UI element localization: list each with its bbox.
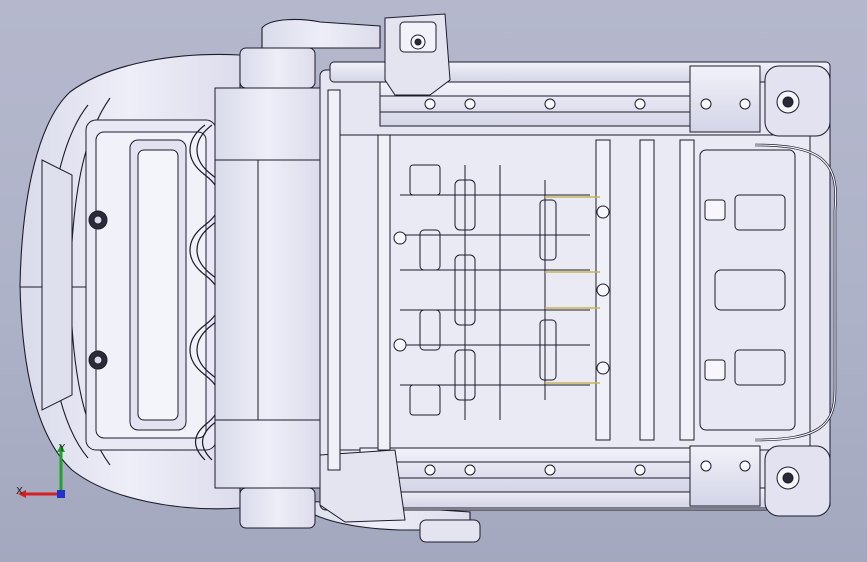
front-crossmember: [214, 47, 321, 529]
cushion-inner-panel: [85, 119, 217, 451]
y-axis-label: Y: [59, 443, 66, 454]
cross-tubes: [327, 89, 695, 471]
rear-end-caps: [764, 65, 831, 517]
x-axis-label: X: [16, 486, 23, 497]
front-bolster: [41, 159, 108, 411]
coordinate-triad-icon: [18, 444, 65, 498]
recliner-bracket-bottom: [319, 449, 481, 543]
fastener-bolts: [393, 205, 610, 375]
recliner-bracket-top: [384, 13, 451, 96]
bottom-slide-rail: [329, 445, 831, 509]
wire-mat: [400, 164, 590, 420]
top-slide-rail: [329, 61, 831, 133]
spring-highlights: [545, 196, 600, 384]
rear-mechanism: [699, 143, 838, 442]
